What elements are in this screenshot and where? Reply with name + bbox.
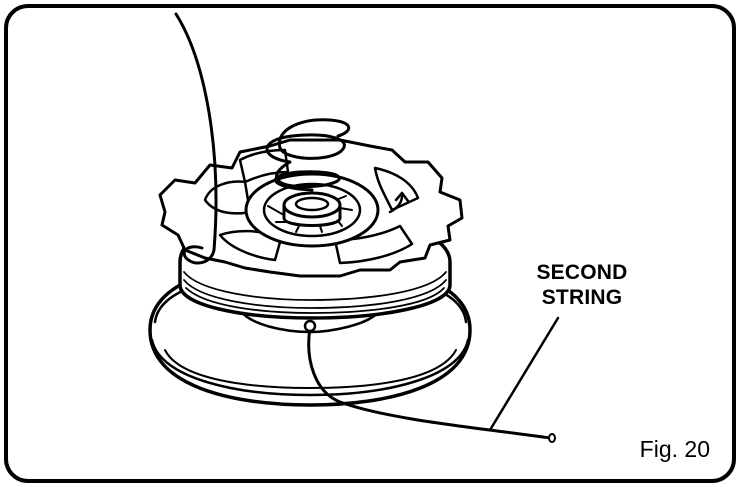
rotation-arrow-head: [394, 191, 410, 203]
flange-slot-4: [333, 224, 414, 265]
callout-line-2: STRING: [541, 286, 623, 309]
wound-line-2: [183, 279, 447, 309]
trimmer-spool-drawing: [148, 12, 560, 443]
string-eyelet: [303, 319, 317, 333]
wound-line-1: [183, 271, 447, 301]
second-string-end: [548, 433, 556, 443]
callout-leader-line: [488, 316, 560, 432]
figure-caption: Fig. 20: [639, 436, 710, 462]
center-boss-top: [282, 191, 342, 219]
callout-line-1: SECOND: [536, 261, 628, 284]
spring-coil: [265, 118, 351, 192]
hub-ring-middle: [262, 182, 362, 238]
center-boss-hole: [294, 196, 330, 212]
first-string: [174, 12, 218, 265]
wound-line-3: [185, 287, 445, 314]
housing-rim-3: [164, 349, 457, 389]
second-string: [307, 326, 552, 440]
second-string-callout: SECOND STRING: [512, 260, 652, 310]
flange-slot-3: [218, 229, 284, 262]
housing-rim-2: [150, 338, 470, 397]
flange-slot-2: [373, 166, 420, 212]
rotation-arrow: [388, 194, 404, 214]
